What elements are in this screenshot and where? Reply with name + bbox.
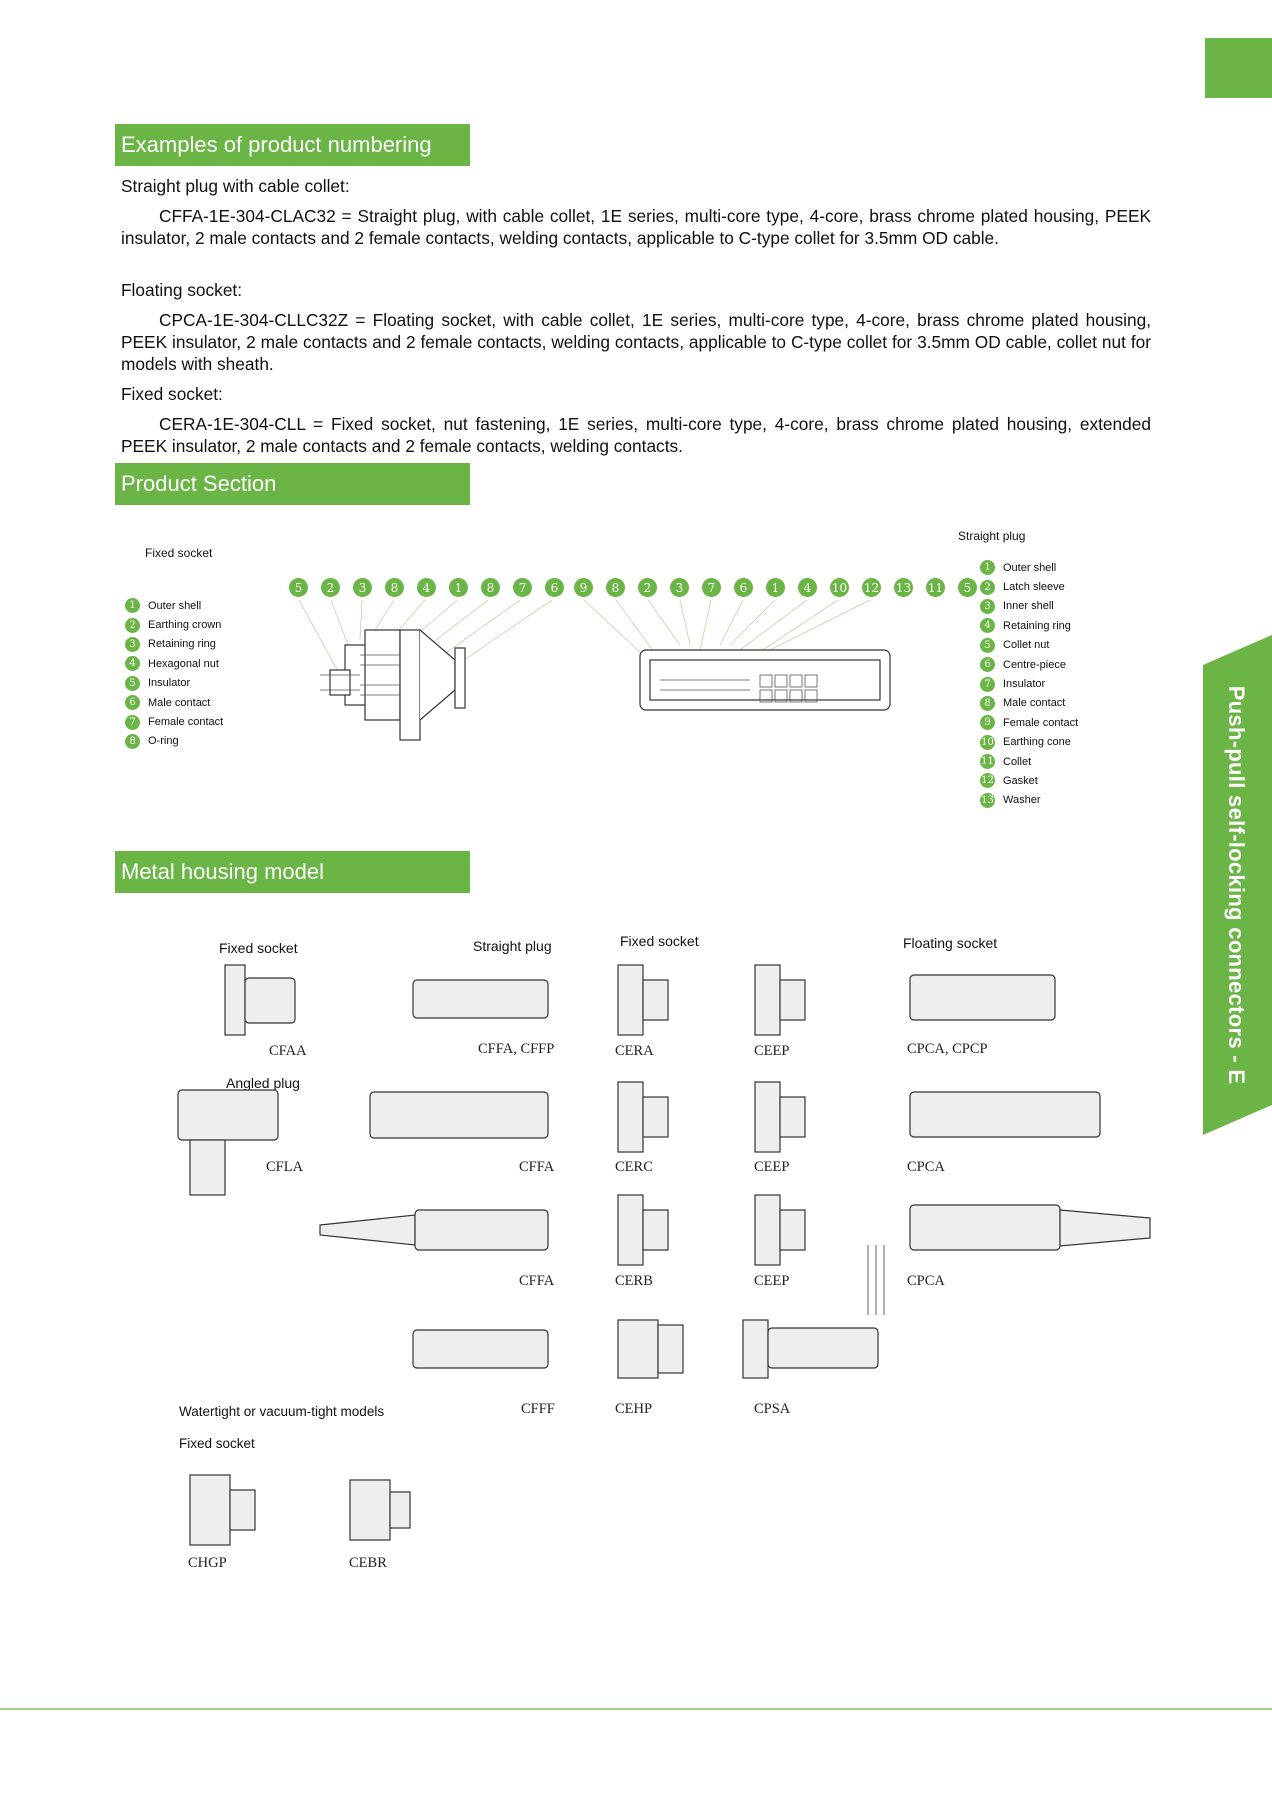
caption-cehp: CEHP [615,1401,653,1417]
caption-cffa-cffp: CFFA, CFFP [478,1041,555,1057]
fixed-text: CERA-1E-304-CLL = Fixed socket, nut fast… [121,414,1151,456]
caption-cffa-1: CFFA [519,1159,555,1175]
fixed-socket-title-3: Fixed socket [179,1436,255,1451]
fixed-socket-diagram-title: Fixed socket [145,546,213,560]
angled-plug-title: Angled plug [226,1075,300,1091]
caption-cpca-2: CPCA [907,1273,945,1289]
caption-cpsa: CPSA [754,1401,791,1417]
caption-cebr: CEBR [349,1555,387,1571]
fixed-heading: Fixed socket: [121,384,223,404]
caption-cfff: CFFF [521,1401,555,1417]
floating-text: CPCA-1E-304-CLLC32Z = Floating socket, w… [121,310,1151,374]
caption-cfla: CFLA [266,1159,304,1175]
caption-cpca-1: CPCA [907,1159,945,1175]
caption-ceep-1: CEEP [754,1043,790,1059]
watertight-title: Watertight or vacuum-tight models [179,1404,385,1419]
caption-cpca-cpcp: CPCA, CPCP [907,1041,988,1057]
section-header-product-section: Product Section [115,463,470,505]
caption-ceep-2: CEEP [754,1159,790,1175]
plug-callout-row: 9 8 2 3 7 6 1 4 10 12 13 11 5 [574,578,977,597]
straight-heading: Straight plug with cable collet: [121,176,350,196]
floating-heading: Floating socket: [121,280,243,300]
footer-divider [0,1708,1272,1710]
socket-callout-row: 5 2 3 8 4 1 8 7 6 [289,578,564,597]
straight-plug-title: Straight plug [473,938,552,954]
section-header-metal-housing: Metal housing model [115,851,470,893]
caption-cerc: CERC [615,1159,653,1175]
caption-chgp: CHGP [188,1555,227,1571]
cross-section-drawings [298,599,891,741]
corner-tab [1205,38,1272,98]
floating-socket-title: Floating socket [903,935,998,951]
straight-plug-diagram-title: Straight plug [958,529,1026,543]
section-header-numbering: Examples of product numbering [115,124,470,166]
caption-cffa-2: CFFA [519,1273,555,1289]
side-tab [1203,635,1272,1135]
caption-ceep-3: CEEP [754,1273,790,1289]
caption-cfaa: CFAA [269,1043,307,1059]
connector-drawings [177,964,1151,1379]
caption-cera: CERA [615,1043,654,1059]
fixed-socket-title: Fixed socket [219,940,298,956]
watertight-drawings [189,1474,411,1546]
caption-cerb: CERB [615,1273,653,1289]
straight-text: CFFA-1E-304-CLAC32 = Straight plug, with… [121,206,1151,248]
fixed-socket-title-2: Fixed socket [620,933,699,949]
side-tab-label: Push-pull self-locking connectors - E [1224,685,1249,1085]
